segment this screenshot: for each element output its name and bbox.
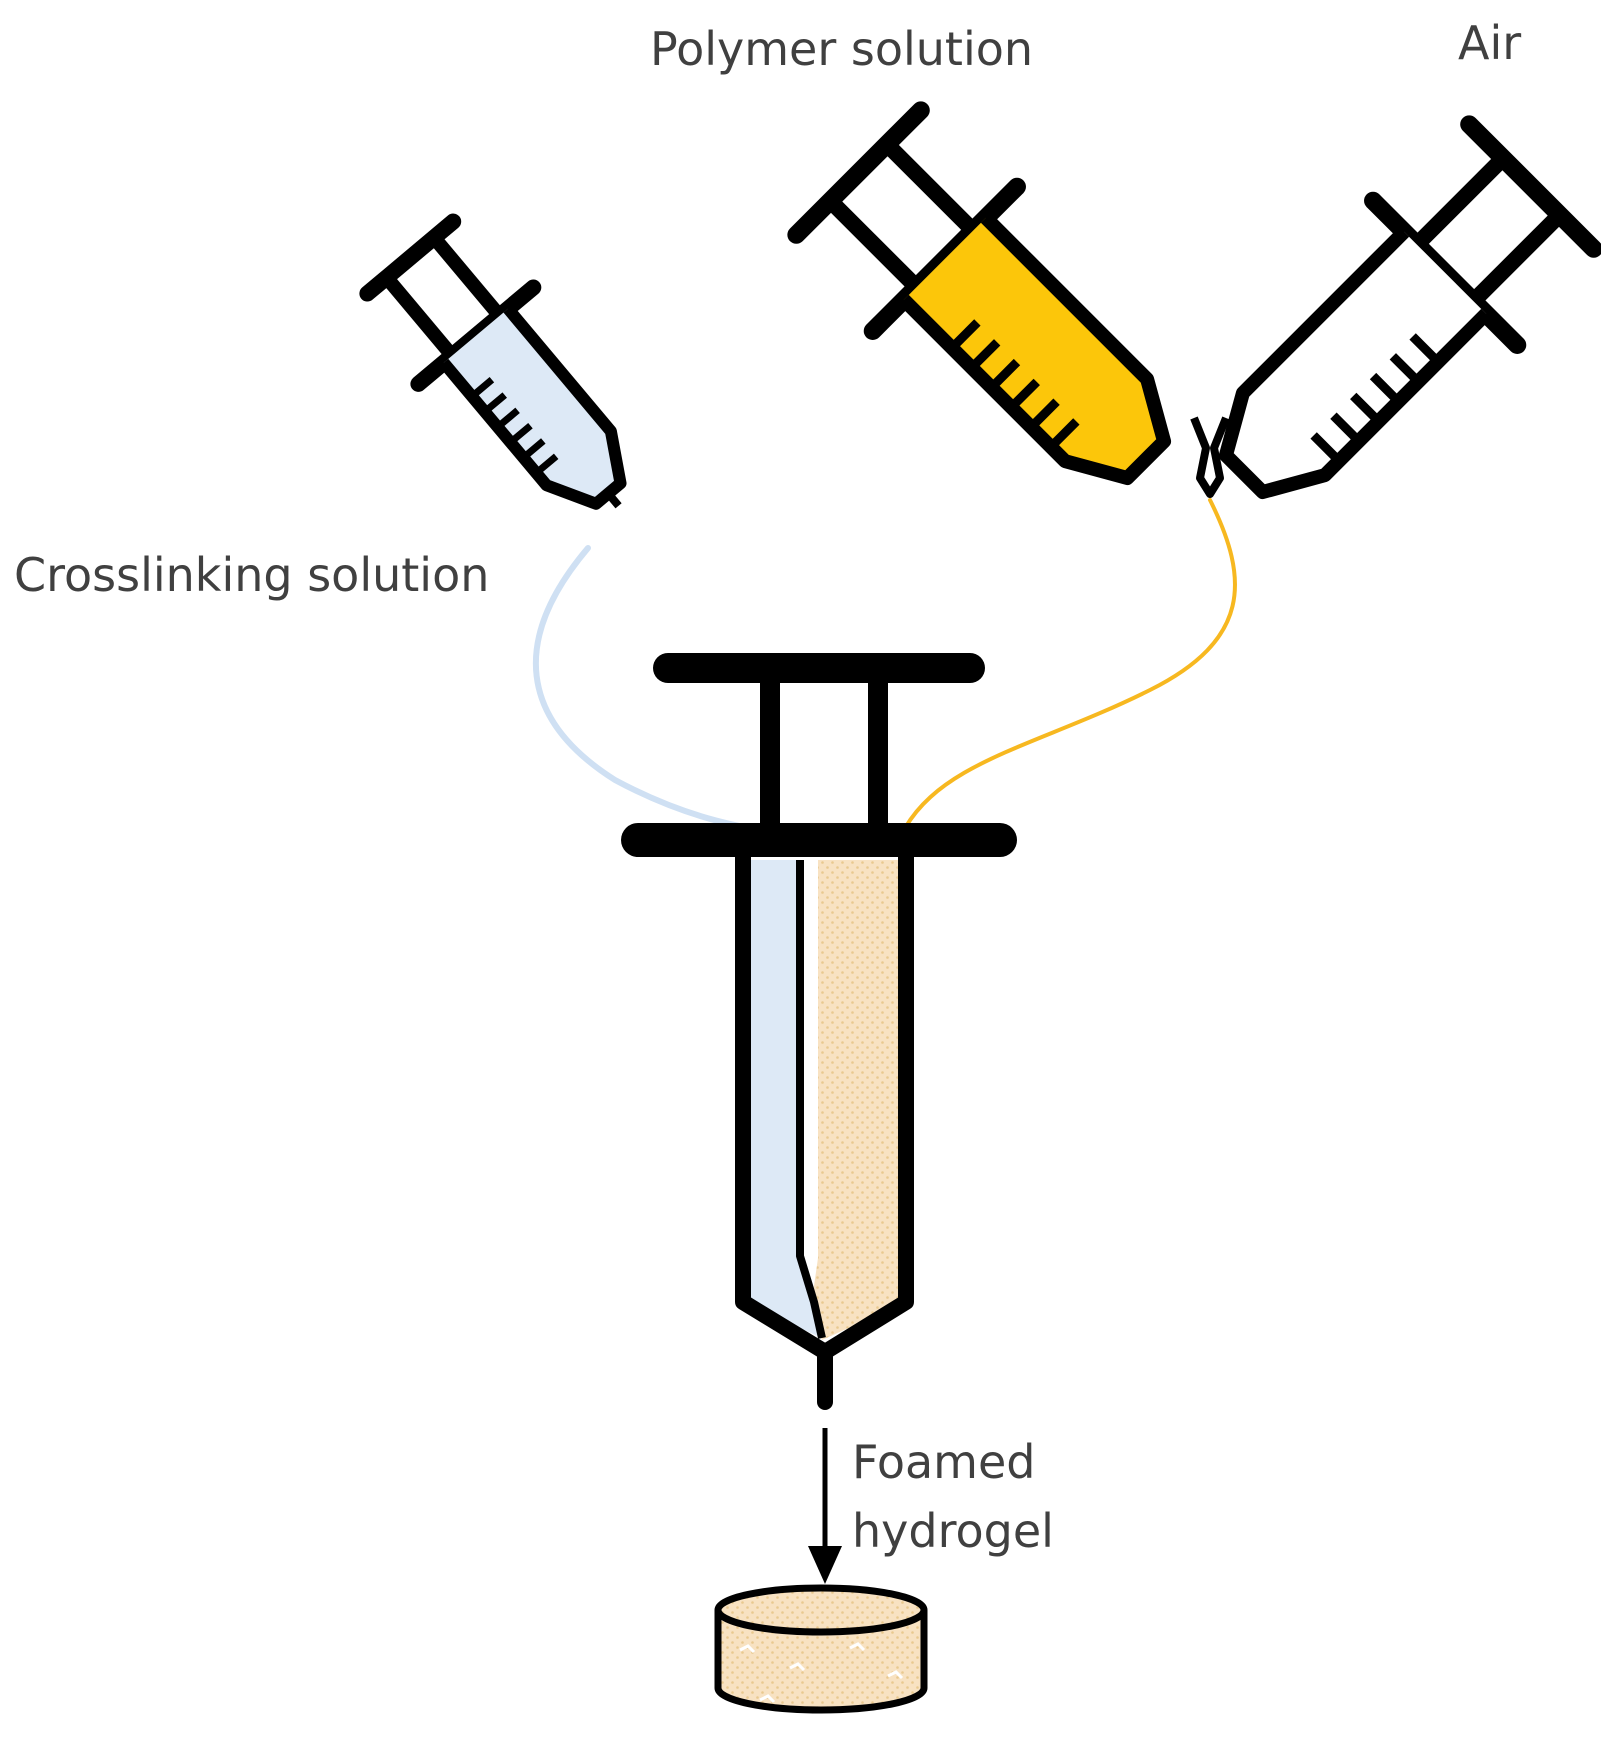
- air-barrel: [1218, 226, 1492, 500]
- crosslinker-plunger-rod: [428, 233, 504, 319]
- air-graduations: [1310, 333, 1442, 465]
- polymer-syringe: [787, 101, 1172, 486]
- air-plunger-rod: [1469, 209, 1566, 306]
- foamed-hydrogel-label: Foamed hydrogel: [852, 1428, 1054, 1566]
- crosslinker-barrel: [439, 304, 627, 510]
- polymer-graduations: [948, 319, 1080, 451]
- polymer-barrel: [898, 212, 1172, 486]
- polymer-flange: [863, 177, 1026, 340]
- crosslinker-thumb-rest: [359, 213, 462, 302]
- foam-chamber: [812, 860, 906, 1340]
- polymer-plunger-rod: [824, 195, 921, 292]
- crosslinking-solution-label: Crosslinking solution: [14, 548, 490, 602]
- crosslinker-plunger-rod: [381, 272, 457, 359]
- crosslinker-tube: [532, 545, 773, 835]
- foamed-label-line: Foamed: [852, 1435, 1036, 1489]
- air-thumb-rest: [1460, 115, 1601, 258]
- down-arrow-icon: [808, 1428, 842, 1584]
- polymer-tube: [903, 498, 1237, 830]
- polymer-thumb-rest: [787, 101, 930, 244]
- crosslinker-chamber: [743, 860, 822, 1338]
- air-label: Air: [1458, 16, 1522, 70]
- air-syringe: [1218, 115, 1601, 500]
- crosslinker-syringe: [359, 213, 627, 510]
- foamed-hydrogel-disc: [714, 1584, 928, 1714]
- hydrogel-label-line: hydrogel: [852, 1504, 1054, 1558]
- chamber-divider: [796, 860, 826, 1339]
- mixing-syringe: [621, 653, 1017, 1410]
- luer-connector: [1190, 416, 1230, 498]
- polymer-solution-label: Polymer solution: [650, 22, 1034, 76]
- crosslinker-graduations: [469, 377, 559, 476]
- crosslinker-needle: [605, 490, 622, 509]
- air-plunger-rod: [1412, 152, 1509, 249]
- polymer-plunger-rod: [881, 138, 978, 235]
